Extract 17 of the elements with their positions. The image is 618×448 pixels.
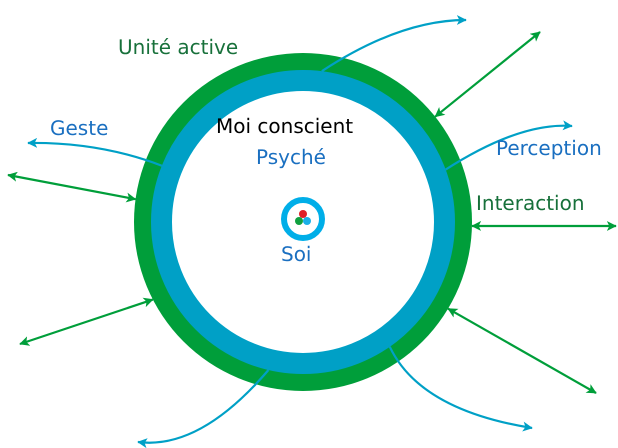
edge-label: Perception — [496, 136, 602, 160]
circle-subtitle: Psyché — [256, 145, 326, 169]
arrow — [471, 220, 617, 231]
arrow — [7, 172, 136, 202]
circle-title: Moi conscient — [216, 114, 354, 138]
ring-title: Unité active — [118, 35, 238, 59]
arrow — [447, 308, 597, 394]
arrow — [321, 15, 467, 72]
arrow — [388, 346, 533, 432]
arrow — [137, 369, 270, 448]
edge-label: Interaction — [476, 191, 585, 215]
arrow — [27, 138, 162, 167]
arrow — [19, 298, 154, 346]
arrow — [445, 120, 573, 171]
arrow — [434, 31, 541, 118]
edge-label: Geste — [50, 116, 108, 140]
center-label: Soi — [281, 242, 312, 266]
